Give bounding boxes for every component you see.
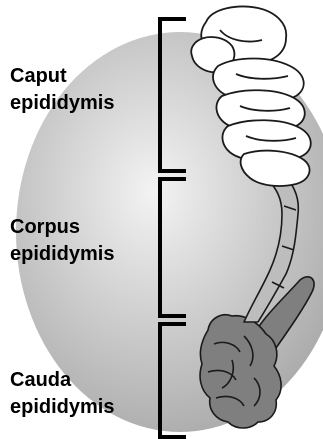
label-corpus: Corpus epididymis [10, 214, 160, 268]
label-corpus-line1: Corpus [10, 214, 160, 241]
label-cauda-line1: Cauda [10, 367, 160, 394]
label-caput-line1: Caput [10, 63, 160, 90]
label-caput-line2: epididymis [10, 90, 160, 117]
label-cauda-line2: epididymis [10, 394, 160, 421]
label-caput: Caput epididymis [10, 63, 160, 117]
label-corpus-line2: epididymis [10, 241, 160, 268]
label-cauda: Cauda epididymis [10, 367, 160, 421]
